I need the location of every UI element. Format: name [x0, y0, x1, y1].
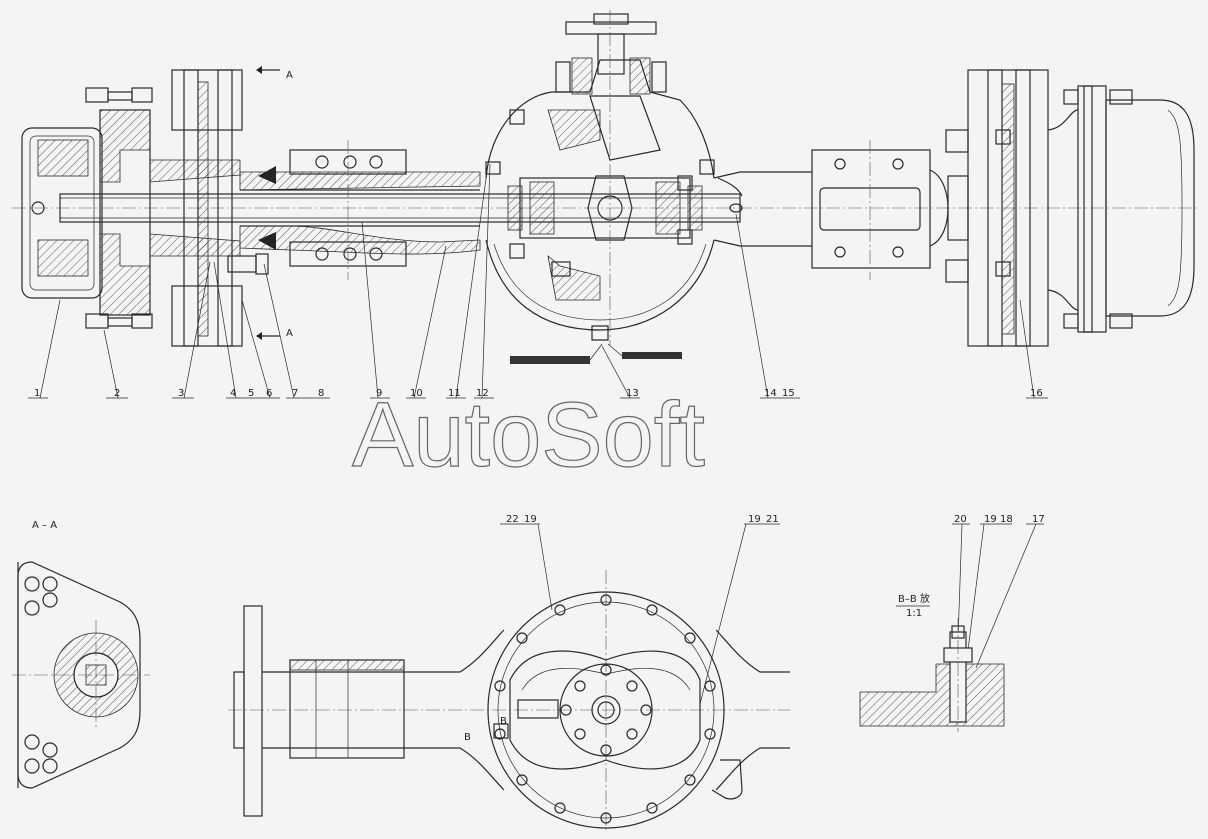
section-a-a-view: A – A — [12, 520, 150, 789]
detail-scale: 1:1 — [906, 608, 922, 619]
section-arrow-label-top: A — [286, 70, 293, 81]
callout-19-c: 19 — [984, 514, 997, 525]
callout-5: 5 — [248, 388, 254, 399]
detail-title: B–B 放 — [898, 592, 930, 605]
left-hub — [21, 87, 153, 329]
differential-housing — [485, 10, 715, 345]
callout-4: 4 — [230, 388, 236, 399]
callout-leaders — [28, 163, 1048, 705]
callout-3: 3 — [178, 388, 184, 399]
callout-1: 1 — [34, 388, 40, 399]
callout-12: 12 — [476, 388, 489, 399]
note-right-box — [622, 352, 682, 359]
callout-19-a: 19 — [524, 514, 537, 525]
housing-rear-view: B B — [228, 570, 790, 830]
callout-15: 15 — [782, 388, 795, 399]
callout-10: 10 — [410, 388, 423, 399]
section-arrow-label-bottom: A — [286, 328, 293, 339]
main-section-view: A A — [12, 10, 1200, 364]
axle-shaft — [59, 193, 741, 223]
callout-9: 9 — [376, 388, 382, 399]
callout-18: 18 — [1000, 514, 1013, 525]
detail-b-b-view: B–B 放 1:1 — [859, 592, 1005, 732]
callout-14: 14 — [764, 388, 777, 399]
right-hub — [945, 69, 1195, 347]
callout-6: 6 — [266, 388, 272, 399]
callout-numbers: 1 2 3 4 5 6 7 8 9 10 11 12 13 14 15 16 1… — [34, 388, 1045, 525]
callout-2: 2 — [114, 388, 120, 399]
right-housing-tube — [713, 140, 969, 280]
callout-20: 20 — [954, 514, 967, 525]
section-arrow-bottom: A — [256, 328, 293, 340]
callout-7: 7 — [292, 388, 298, 399]
callout-17: 17 — [1032, 514, 1045, 525]
callout-22: 22 — [506, 514, 519, 525]
view-mark-b-right: B — [500, 716, 507, 727]
section-arrow-top: A — [256, 66, 293, 81]
callout-11: 11 — [448, 388, 461, 399]
callout-16: 16 — [1030, 388, 1043, 399]
callout-13: 13 — [626, 388, 639, 399]
callout-8: 8 — [318, 388, 324, 399]
watermark: AutoSoft — [352, 384, 705, 486]
callout-21: 21 — [766, 514, 779, 525]
section-a-a-title: A – A — [32, 520, 57, 531]
view-mark-b-left: B — [464, 732, 471, 743]
note-left-box — [510, 356, 590, 364]
axle-housing-tube — [239, 140, 481, 280]
callout-19-b: 19 — [748, 514, 761, 525]
